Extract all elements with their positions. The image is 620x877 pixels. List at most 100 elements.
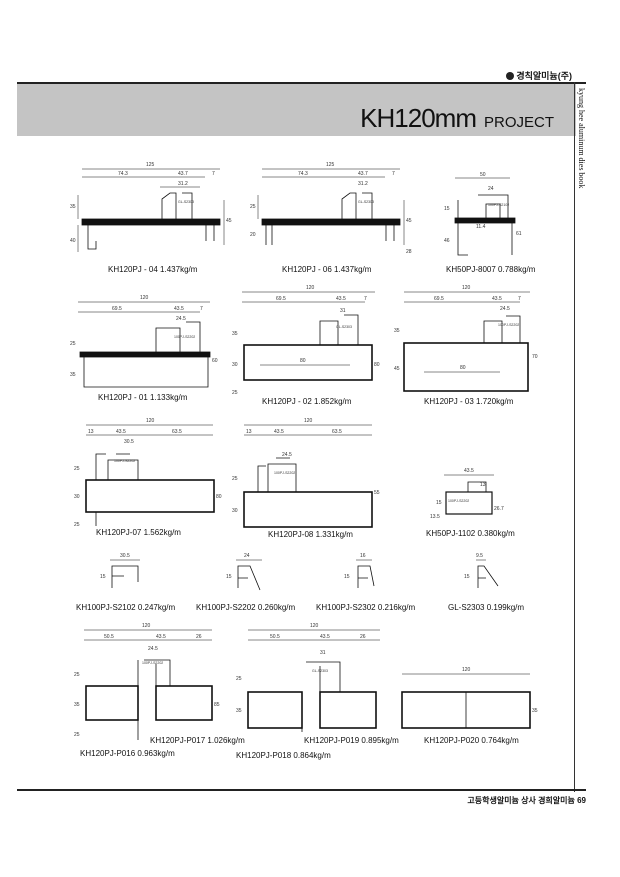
dim-label: 15 xyxy=(444,206,450,212)
dim-label: 25 xyxy=(232,390,238,396)
profile-label: KH120PJ-P020 0.764kg/m xyxy=(424,736,519,745)
profile-kh120pj-02 xyxy=(242,291,375,381)
dim-label: 35 xyxy=(394,328,400,334)
dim-label: 24.5 xyxy=(176,316,186,322)
dim-label: 74.3 xyxy=(118,171,128,177)
dim-label: 43.5 xyxy=(464,468,474,474)
dim-label: 50 xyxy=(480,172,486,178)
dim-label: 55 xyxy=(374,490,380,496)
title-sub: PROJECT xyxy=(483,114,554,131)
profile-s2102 xyxy=(110,559,140,588)
profile-kh120pj-08 xyxy=(243,424,373,528)
dim-label: 26 xyxy=(360,634,366,640)
dim-label: 120 xyxy=(304,418,313,424)
company-logo-icon xyxy=(506,72,515,80)
profile-label: KH100PJ-S2302 0.216kg/m xyxy=(316,603,416,612)
profile-s2202 xyxy=(236,559,262,591)
dim-label: 120 xyxy=(306,285,315,291)
dim-label: 120 xyxy=(146,418,155,424)
part-tag: GL-S2303 xyxy=(178,200,194,204)
dim-label: 43.5 xyxy=(174,306,184,312)
company-label: 경칙알미늄(주) xyxy=(516,71,572,81)
dim-label: 43.5 xyxy=(156,634,166,640)
dim-label: 15 xyxy=(464,574,470,580)
dim-label: 125 xyxy=(146,162,155,168)
dim-label: 24.5 xyxy=(148,646,158,652)
dim-label: 125 xyxy=(326,162,335,168)
dim-label: 15 xyxy=(226,574,232,580)
dim-label: 24.5 xyxy=(282,452,292,458)
part-tag: 100PJ-S2102 xyxy=(488,203,509,207)
profile-label: KH120PJ - 01 1.133kg/m xyxy=(98,393,188,402)
footer-text: 고등학생알미늄 상사 경희알미늄 69 xyxy=(467,796,586,805)
dim-label: 45 xyxy=(394,366,400,372)
dim-label: 7 xyxy=(212,171,215,177)
dim-label: 43.5 xyxy=(274,429,284,435)
profile-label: GL-S2303 0.199kg/m xyxy=(448,603,524,612)
dim-label: 43.5 xyxy=(320,634,330,640)
profile-label: KH120PJ - 04 1.437kg/m xyxy=(108,265,198,274)
profile-label: KH100PJ-S2102 0.247kg/m xyxy=(76,603,176,612)
profile-label: KH120PJ-P018 0.864kg/m xyxy=(236,751,331,760)
dim-label: 30.5 xyxy=(120,553,130,559)
profile-kh120pj-04 xyxy=(77,168,225,252)
part-tag: 100PJ-S2202 xyxy=(274,471,295,475)
profile-kh120pj-06 xyxy=(257,168,405,245)
dim-label: 25 xyxy=(250,204,256,210)
dim-label: 25 xyxy=(232,476,238,482)
dim-label: 63.5 xyxy=(332,429,342,435)
dim-label: 25 xyxy=(74,732,80,738)
dim-label: 35 xyxy=(70,204,76,210)
dim-label: 35 xyxy=(70,372,76,378)
dim-label: 69.5 xyxy=(112,306,122,312)
dim-label: 120 xyxy=(142,623,151,629)
dim-label: 25 xyxy=(236,676,242,682)
dim-label: 7 xyxy=(200,306,203,312)
dim-label: 61 xyxy=(516,231,522,237)
dim-label: 24 xyxy=(244,553,250,559)
dim-label: 31.2 xyxy=(358,181,368,187)
profile-kh120pj-p020 xyxy=(401,673,531,729)
dim-label: 43.5 xyxy=(492,296,502,302)
profile-label: KH120PJ - 03 1.720kg/m xyxy=(424,397,514,406)
profile-s2302 xyxy=(356,559,375,588)
dim-label: 69.5 xyxy=(434,296,444,302)
title-main: KH120mm xyxy=(360,103,477,133)
company-name: 경칙알미늄(주) xyxy=(506,69,572,82)
profile-kh120pj-p016-p017 xyxy=(84,629,213,740)
dim-label: 11.4 xyxy=(476,224,486,230)
profile-label: KH120PJ-08 1.331kg/m xyxy=(268,530,353,539)
dim-label: 43.5 xyxy=(116,429,126,435)
dim-label: 43.5 xyxy=(336,296,346,302)
dim-label: 31 xyxy=(320,650,326,656)
dim-label: 63.5 xyxy=(172,429,182,435)
profile-label: KH100PJ-S2202 0.260kg/m xyxy=(196,603,296,612)
dim-label: 30 xyxy=(232,362,238,368)
dim-label: 13 xyxy=(246,429,252,435)
side-rule xyxy=(574,82,575,792)
dim-label: 20 xyxy=(250,232,256,238)
dim-label: 15 xyxy=(344,574,350,580)
profile-label: KH120PJ-P017 1.026kg/m xyxy=(150,736,245,745)
dim-label: 45 xyxy=(226,218,232,224)
dim-label: 120 xyxy=(140,295,149,301)
dim-label: 80 xyxy=(460,365,466,371)
dim-label: 40 xyxy=(70,238,76,244)
part-tag: 100PJ-S2202 xyxy=(142,661,163,665)
dim-label: 31 xyxy=(340,308,346,314)
bottom-rule xyxy=(17,789,586,791)
profile-kh120pj-07 xyxy=(85,424,215,526)
dim-label: 43.7 xyxy=(358,171,368,177)
part-tag: 100PJ-S2202 xyxy=(448,499,469,503)
profile-label: KH120PJ-07 1.562kg/m xyxy=(96,528,181,537)
profile-label: KH120PJ-P019 0.895kg/m xyxy=(304,736,399,745)
profile-kh50pj-8007 xyxy=(454,177,516,256)
profile-gl-s2303 xyxy=(476,559,499,588)
dim-label: 25 xyxy=(74,672,80,678)
profile-label: KH120PJ - 02 1.852kg/m xyxy=(262,397,352,406)
dim-label: 28 xyxy=(406,249,412,255)
dim-label: 50.5 xyxy=(270,634,280,640)
dim-label: 35 xyxy=(74,702,80,708)
dim-label: 120 xyxy=(462,285,471,291)
part-tag: 100PJ-S2202 xyxy=(498,323,519,327)
